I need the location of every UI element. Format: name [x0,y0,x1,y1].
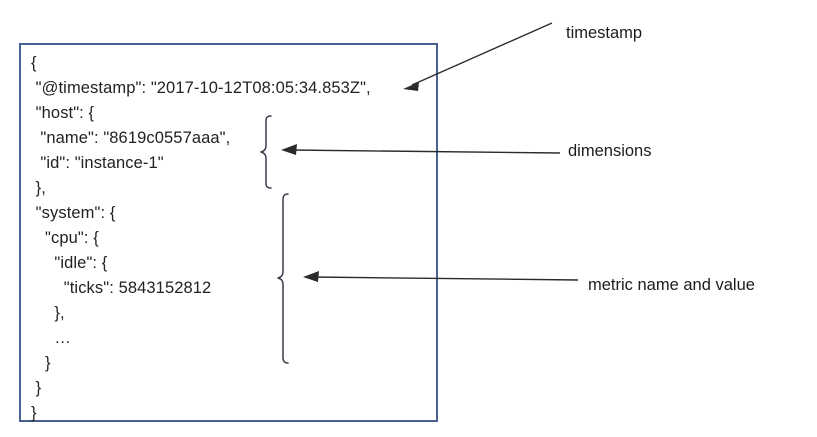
json-document-code: { "@timestamp": "2017-10-12T08:05:34.853… [31,54,371,422]
json-document-box: { "@timestamp": "2017-10-12T08:05:34.853… [19,43,438,422]
annotation-label-timestamp: timestamp [566,24,643,42]
annotation-label-metric: metric name and value [588,276,755,294]
annotation-label-dimensions: dimensions [568,142,652,160]
